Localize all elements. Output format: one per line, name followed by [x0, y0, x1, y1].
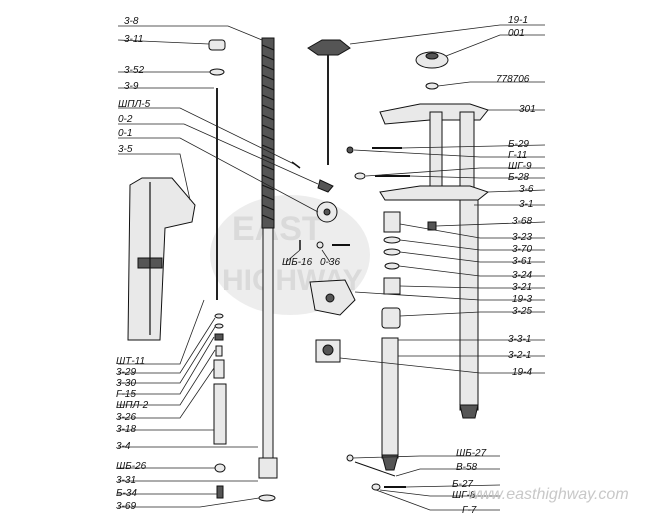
- part-3-3-1-tube-right: [459, 199, 479, 419]
- part-v-58-pin: [354, 461, 396, 477]
- part-3-52-washer: [209, 68, 225, 76]
- label-b-29: Б-29: [508, 139, 529, 150]
- label-shg-8: ШГ-8: [452, 490, 476, 501]
- part-3-11-cap: [208, 39, 226, 51]
- label-v-58: В-58: [456, 462, 478, 473]
- label-g-7: Г-7: [462, 505, 477, 516]
- label-3-30: 3-30: [116, 378, 136, 389]
- leader-lines: [117, 24, 546, 511]
- label-19-3: 19-3: [512, 294, 532, 305]
- part-3-70-washer: [383, 236, 401, 244]
- part-3-69-ring: [258, 494, 276, 502]
- label-3-2-1: 3-2-1: [508, 350, 531, 361]
- part-3-23-spring: [383, 211, 401, 233]
- part-shpl-2-pin: [215, 345, 223, 357]
- part-0-2-clip: [317, 179, 334, 193]
- part-3-26-spring: [213, 359, 225, 379]
- part-3-1-frame: [379, 111, 490, 201]
- label-3-31: 3-31: [116, 475, 136, 486]
- part-b-34-bolt: [216, 485, 224, 499]
- label-3-11: 3-11: [124, 34, 143, 45]
- label-3-52: 3-52: [124, 65, 144, 76]
- label-shb-16: ШБ-16: [282, 257, 313, 268]
- part-3-18-tube: [213, 383, 227, 445]
- label-0-2: 0-2: [118, 114, 133, 125]
- part-3-8-threaded-rod: [258, 37, 278, 479]
- label-3-6: 3-6: [519, 184, 534, 195]
- part-001-cap: [415, 51, 449, 69]
- label-001: 001: [508, 28, 525, 39]
- labels-right: 19-1 001 778706 301 Б-29 Г-11 ШГ-9 Б-28 …: [452, 15, 536, 516]
- label-shpl-2: ШПЛ-2: [116, 400, 149, 411]
- label-0-36: 0-36: [320, 257, 340, 268]
- label-3-70: 3-70: [512, 244, 532, 255]
- label-3-26: 3-26: [116, 412, 136, 423]
- watermark-website: www.easthighway.com: [468, 486, 629, 503]
- part-shg-8-washer: [371, 483, 381, 491]
- label-3-3-1: 3-3-1: [508, 334, 531, 345]
- part-3-2-1-tube-left: [381, 337, 399, 471]
- label-3-9: 3-9: [124, 81, 139, 92]
- part-3-29-ring: [214, 313, 224, 319]
- label-3-68: 3-68: [512, 216, 532, 227]
- part-3-24-ring: [384, 262, 400, 270]
- label-3-25: 3-25: [512, 306, 532, 317]
- part-19-1-knob: [307, 39, 351, 165]
- label-3-1: 3-1: [519, 199, 533, 210]
- label-3-69: 3-69: [116, 501, 136, 512]
- part-19-4-block: [315, 339, 341, 363]
- part-g-11-nut: [346, 146, 354, 154]
- label-3-29: 3-29: [116, 367, 136, 378]
- watermark-logo: EAST HIGHWAY: [210, 195, 370, 315]
- part-19-3-housing: [309, 279, 356, 316]
- label-3-21: 3-21: [512, 282, 532, 293]
- label-0-1: 0-1: [118, 128, 132, 139]
- label-3-5: 3-5: [118, 144, 133, 155]
- part-shg-9-washer: [354, 172, 366, 180]
- part-3-25-seal: [381, 307, 401, 329]
- label-b-34: Б-34: [116, 488, 137, 499]
- part-shb-27-washer: [346, 454, 354, 462]
- label-3-24: 3-24: [512, 270, 532, 281]
- labels-left: 3-8 3-11 3-52 3-9 ШПЛ-5 0-2 0-1 3-5 ШБ-1…: [116, 16, 340, 512]
- label-b-28: Б-28: [508, 172, 529, 183]
- label-3-23: 3-23: [512, 232, 532, 243]
- part-3-61-washer: [383, 248, 401, 256]
- label-shb-26: ШБ-26: [116, 461, 147, 472]
- label-3-4: 3-4: [116, 441, 131, 452]
- label-g-15: Г-15: [116, 389, 136, 400]
- part-0-36-pin: [316, 241, 350, 249]
- part-shpl-5-pin: [291, 161, 301, 169]
- part-778706-ring: [425, 82, 439, 90]
- watermark-logo-top: EAST: [232, 210, 323, 248]
- part-3-30-ring: [214, 323, 224, 329]
- label-3-61: 3-61: [512, 256, 532, 267]
- label-g-11: Г-11: [508, 150, 527, 161]
- label-19-1: 19-1: [508, 15, 528, 26]
- part-shb-26-washer: [214, 463, 226, 473]
- label-shb-27: ШБ-27: [456, 448, 487, 459]
- label-301: 301: [519, 104, 536, 115]
- part-3-5-leg: [127, 177, 196, 341]
- label-sht-11: ШТ-11: [116, 356, 145, 367]
- label-3-8: 3-8: [124, 16, 139, 27]
- part-0-1-hub: [316, 201, 338, 223]
- label-3-18: 3-18: [116, 424, 136, 435]
- label-19-4: 19-4: [512, 367, 532, 378]
- part-g-15-nut: [214, 333, 224, 341]
- label-778706: 778706: [496, 74, 530, 85]
- label-b-27: Б-27: [452, 479, 473, 490]
- label-shpl-5: ШПЛ-5: [118, 99, 151, 110]
- label-shg-9: ШГ-9: [508, 161, 532, 172]
- part-3-21-bushing: [383, 277, 401, 295]
